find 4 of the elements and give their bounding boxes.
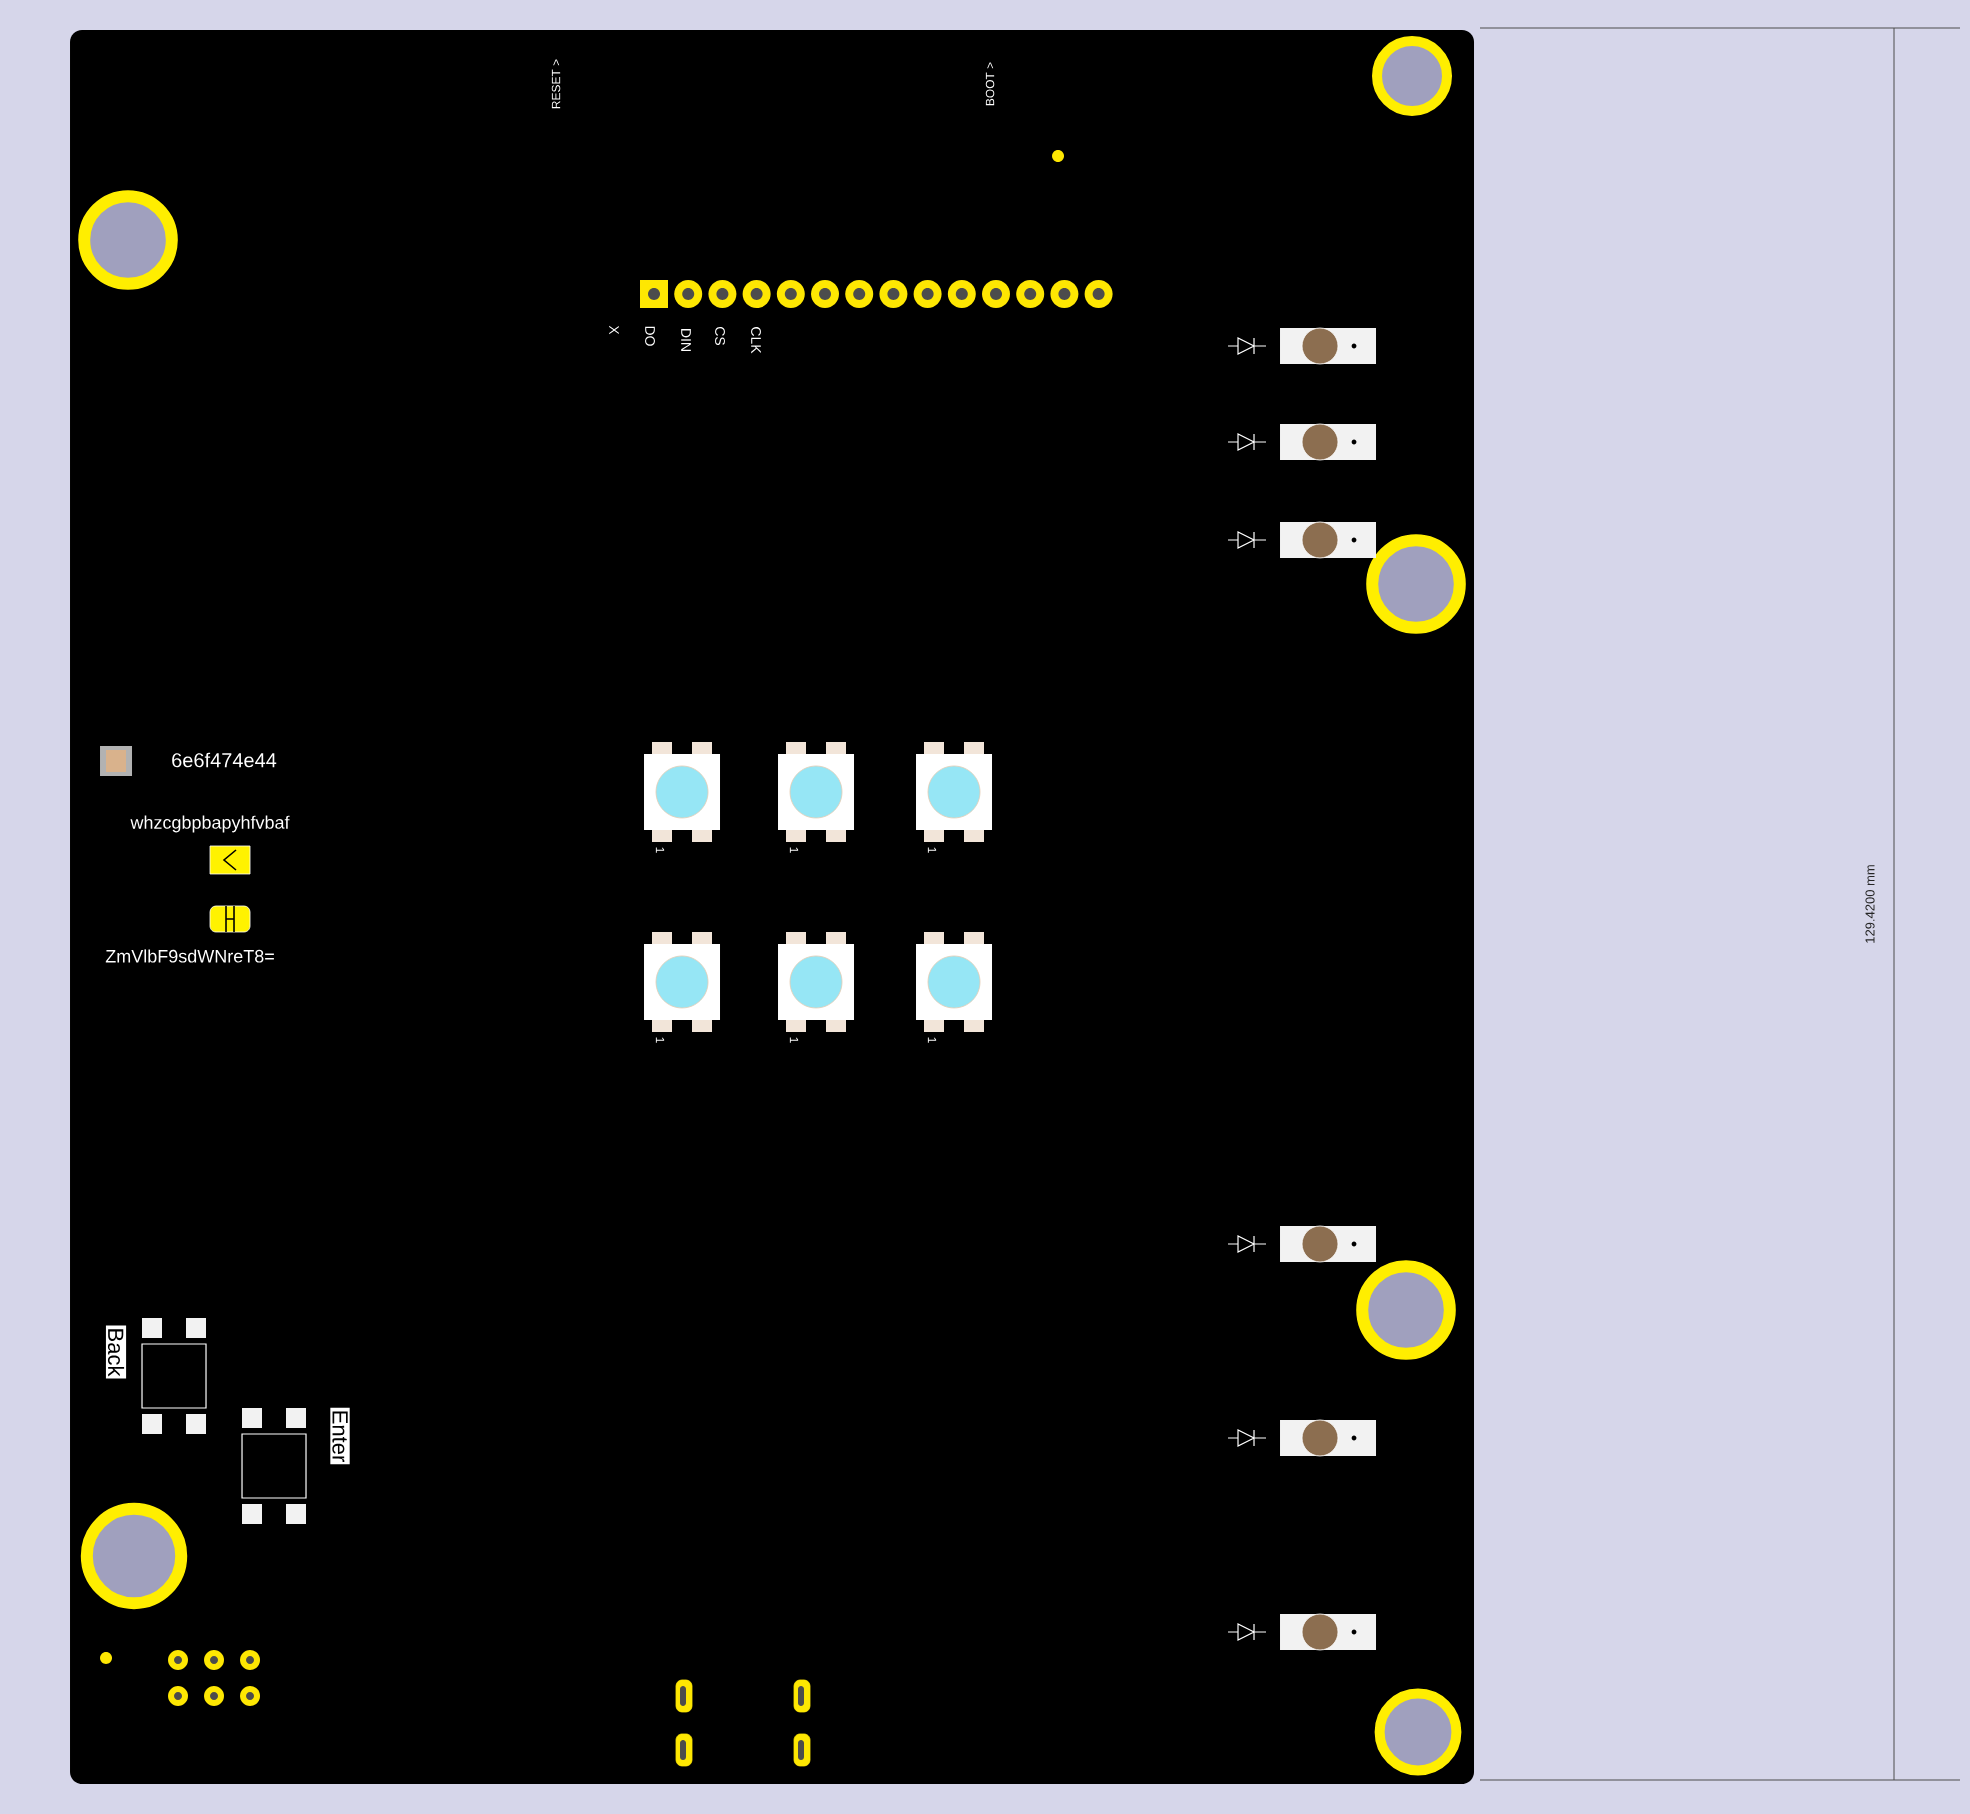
- button-label: Enter: [330, 1407, 350, 1465]
- silkscreen-label: whzcgbpbapyhfvbaf: [130, 815, 290, 833]
- silkscreen-label: 6e6f474e44: [172, 752, 277, 768]
- silkscreen-label: ZmVlbF9sdWNreT8=: [105, 949, 274, 963]
